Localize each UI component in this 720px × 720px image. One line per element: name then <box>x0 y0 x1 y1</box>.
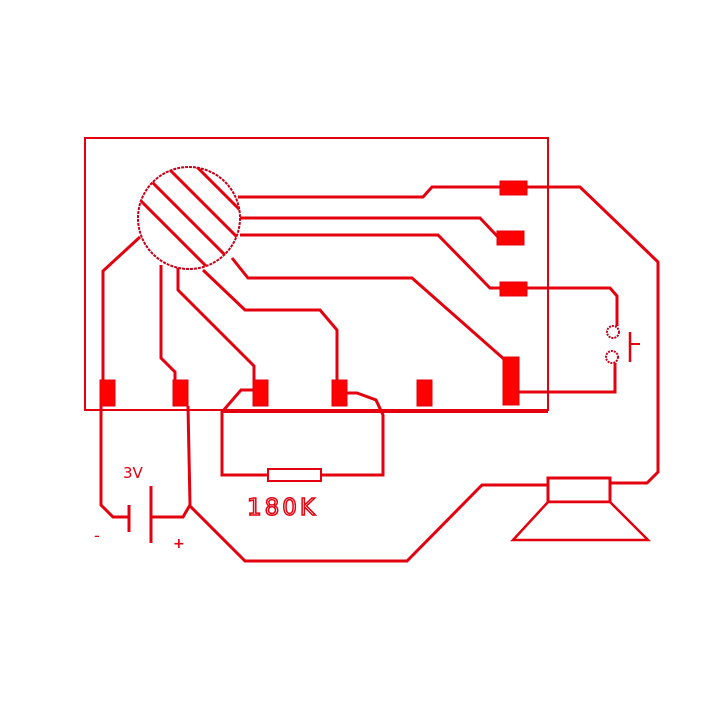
pad-right-4 <box>502 356 520 406</box>
pad-right-1 <box>499 180 528 196</box>
resistor-value-label: 180K <box>247 495 318 521</box>
battery-voltage-label: 3V <box>123 464 144 482</box>
pad-bottom-3 <box>252 379 269 407</box>
pad-bottom-2 <box>172 379 189 407</box>
pad-bottom-1 <box>99 379 116 407</box>
trace-speaker-left <box>187 483 548 563</box>
battery: 3V - + <box>94 405 192 552</box>
battery-negative-label: - <box>94 526 100 545</box>
pad-right-3 <box>499 281 528 297</box>
push-button <box>517 286 640 394</box>
trace-group-bottom <box>101 235 339 385</box>
sensor-circle <box>137 166 241 270</box>
pad-bottom-4 <box>331 379 348 407</box>
trace-group-right <box>230 185 506 362</box>
pad-bottom-5 <box>416 379 433 407</box>
trace-speaker-right <box>527 185 660 485</box>
battery-positive-label: + <box>173 536 185 552</box>
speaker <box>510 476 652 542</box>
board-outline <box>84 137 549 411</box>
pad-right-2 <box>496 230 525 246</box>
resistor: 180K <box>220 388 548 522</box>
